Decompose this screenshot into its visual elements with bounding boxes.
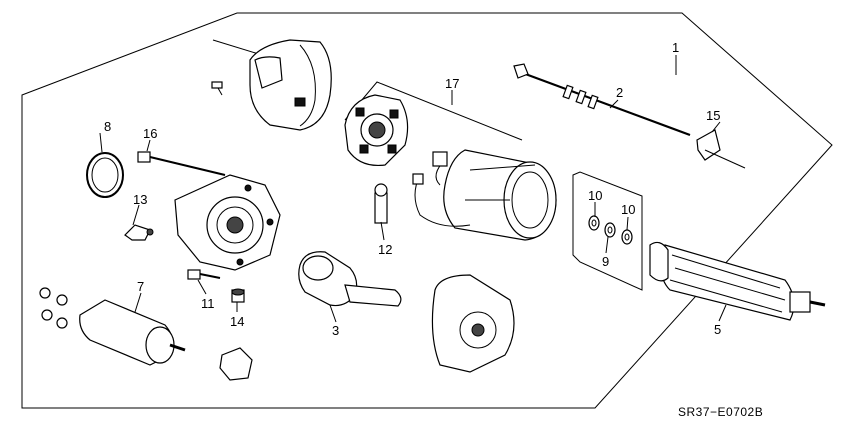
callout-13: 13 <box>133 192 147 207</box>
callout-12: 12 <box>378 242 392 257</box>
bolt-11-part <box>187 269 221 280</box>
brush-holder-part <box>344 94 409 167</box>
front-housing-part <box>431 274 515 373</box>
solenoid-part <box>79 299 186 366</box>
yoke-assembly-part <box>412 149 557 241</box>
collar-part <box>231 288 245 303</box>
callouts: 1 2 3 5 7 8 9 10 10 11 12 13 14 15 16 17 <box>104 40 721 338</box>
through-bolt-part <box>513 63 691 137</box>
callout-10a: 10 <box>588 188 602 203</box>
rear-cover-part <box>212 39 332 131</box>
callout-8: 8 <box>104 119 111 134</box>
washers-part <box>588 215 633 245</box>
callout-15: 15 <box>706 108 720 123</box>
callout-3: 3 <box>332 323 339 338</box>
o-ring-part <box>86 152 124 198</box>
callout-14: 14 <box>230 314 244 329</box>
diagram-code: SR37−E0702B <box>678 405 763 419</box>
bracket-part <box>696 129 746 169</box>
holder-part <box>219 347 253 381</box>
callout-5: 5 <box>714 322 721 337</box>
lever-part <box>124 224 154 241</box>
callout-2: 2 <box>616 85 623 100</box>
callout-17: 17 <box>445 76 459 91</box>
bolt-16-part <box>137 151 226 176</box>
group-boundary-9-10 <box>572 171 643 291</box>
callout-10b: 10 <box>621 202 635 217</box>
callout-9: 9 <box>602 254 609 269</box>
clutch-part <box>298 251 402 307</box>
callout-7: 7 <box>137 279 144 294</box>
nuts-part <box>39 287 68 329</box>
callout-11: 11 <box>201 296 215 311</box>
screw-part <box>211 81 223 96</box>
assembly-boundary <box>21 12 833 409</box>
gear-housing-part <box>174 174 281 271</box>
callout-1: 1 <box>672 40 679 55</box>
leader-lines <box>99 55 727 323</box>
callout-16: 16 <box>143 126 157 141</box>
terminal-part <box>374 183 388 224</box>
armature-part <box>649 241 826 321</box>
